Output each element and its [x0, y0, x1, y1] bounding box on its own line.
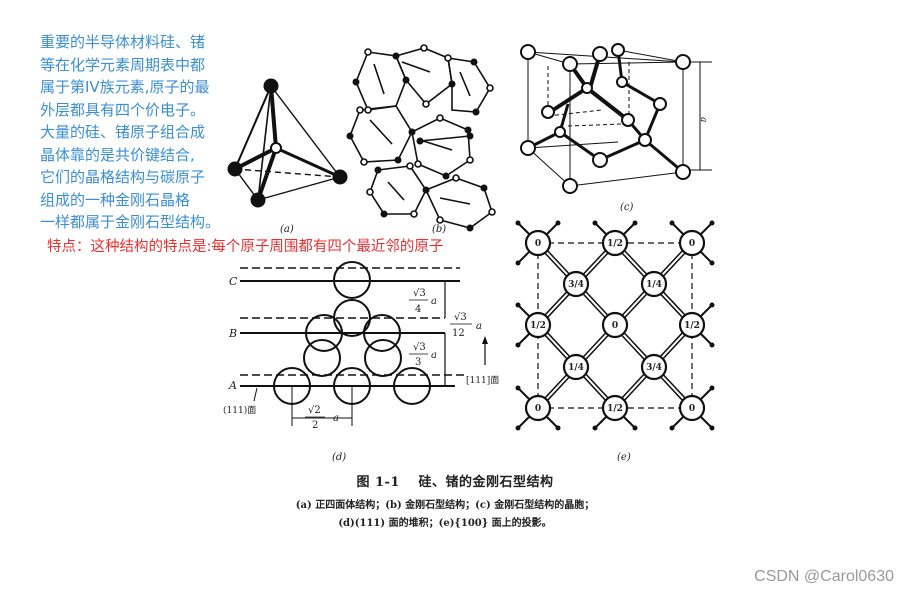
spacing-h-unit: a	[333, 413, 339, 424]
atom-height: 1/2	[607, 404, 623, 414]
atom-height: 1/4	[646, 280, 662, 290]
intro-paragraph: 重要的半导体材料硅、锗 等在化学元素周期表中都 属于第IV族元素,原子的最 外层…	[40, 31, 240, 234]
atom-height: 3/4	[646, 363, 662, 373]
figure-caption-title: 图 1-1 硅、锗的金刚石型结构	[356, 475, 554, 490]
figure-caption-line2: (d)(111) 面的堆积；(e){100} 面上的投影。	[338, 518, 552, 529]
figure-a-tetrahedron	[227, 78, 348, 208]
figure-e-100-projection	[515, 220, 715, 431]
figure-c-unit-cell	[520, 43, 712, 194]
intro-line: 属于第IV族元素,原子的最	[40, 78, 210, 96]
atom-height: 1/2	[530, 321, 546, 331]
figure-d-111-stacking	[240, 261, 488, 426]
figure-c-label: (c)	[620, 202, 634, 213]
intro-line: 晶体靠的是共价键结合,	[40, 145, 195, 164]
intro-line: 大量的硅、锗原子组合成	[40, 123, 206, 141]
spacing-top-num: √3	[413, 288, 426, 299]
spacing-top-den: 4	[415, 304, 421, 315]
spacing-h-den: 2	[312, 420, 318, 431]
atom-height: 1/2	[684, 321, 700, 331]
atom-height: 0	[535, 404, 541, 414]
spacing-mid-unit: a	[476, 321, 482, 332]
atom-height: 0	[689, 404, 695, 414]
spacing-h-num: √2	[308, 405, 321, 416]
atom-height: 0	[535, 239, 541, 249]
figure-a-label: (a)	[280, 224, 294, 235]
atom-height: 1/2	[607, 239, 623, 249]
spacing-low-num: √3	[413, 342, 426, 353]
figure-c-dimension-label: a	[698, 117, 708, 122]
figure-d-label: (d)	[332, 452, 346, 463]
figure-b-diamond-lattice	[346, 44, 496, 232]
figure-b-label: (b)	[432, 224, 446, 235]
feature-statement: 特点：这种结构的特点是:每个原子周围都有四个最近邻的原子	[47, 239, 444, 255]
spacing-mid-num: √3	[454, 312, 467, 323]
plane-left-label: (111)面	[223, 405, 256, 416]
intro-line: 重要的半导体材料硅、锗	[40, 33, 206, 51]
atom-height: 3/4	[568, 280, 584, 290]
intro-line: 外层都具有四个价电子。	[40, 100, 206, 119]
atom-height: 1/4	[568, 363, 584, 373]
plane-right-label: [111]面	[466, 375, 499, 386]
figure-e-label: (e)	[617, 452, 631, 463]
plane-label-a: A	[228, 379, 237, 392]
atom-height: 0	[689, 239, 695, 249]
intro-line: 组成的一种金刚石晶格	[40, 190, 191, 209]
intro-line: 等在化学元素周期表中都	[40, 55, 206, 74]
spacing-mid-den: 12	[452, 328, 465, 339]
plane-label-b: B	[228, 327, 237, 340]
csdn-watermark: CSDN @Carol0630	[754, 568, 894, 585]
intro-line: 一样都属于金刚石型结构。	[40, 213, 221, 231]
spacing-low-unit: a	[431, 350, 437, 361]
intro-line: 它们的晶格结构与碳原子	[40, 168, 206, 186]
spacing-low-den: 3	[415, 357, 421, 368]
figure-caption-line1: (a) 正四面体结构；(b) 金刚石型结构；(c) 金刚石型结构的晶胞；	[295, 500, 595, 511]
atom-height: 0	[612, 321, 618, 331]
plane-label-c: C	[229, 275, 238, 288]
spacing-top-unit: a	[431, 296, 437, 307]
